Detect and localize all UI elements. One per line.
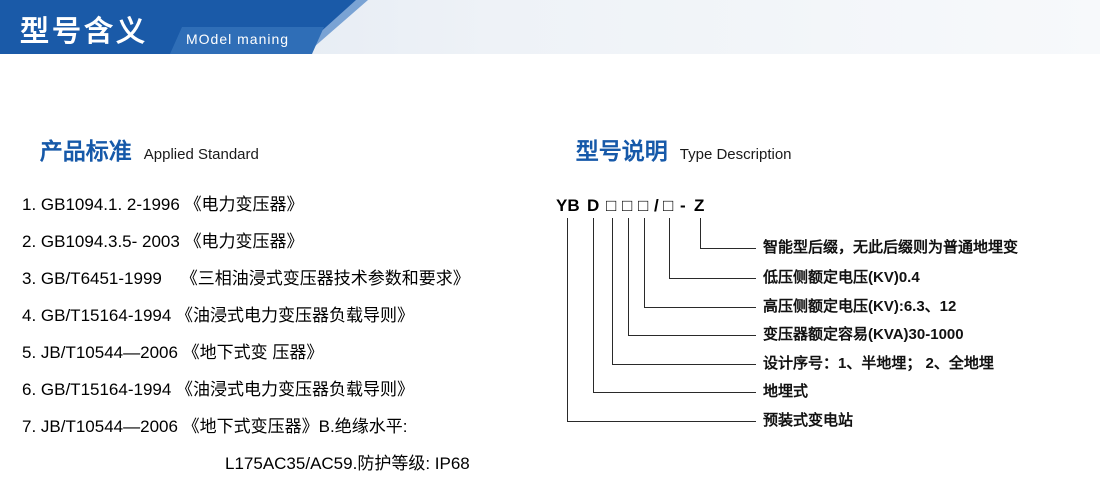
connector-vline-box1: [612, 218, 613, 364]
page-subtitle: MOdel maning: [186, 31, 290, 47]
standards-item: 4. GB/T15164-1994 《油浸式电力变压器负载导则》: [22, 306, 415, 325]
standards-item: 3. GB/T6451-1999 《三相油浸式变压器技术参数和要求》: [22, 269, 470, 288]
code-segment-box3: □: [638, 196, 649, 215]
type-description-heading-en: Type Description: [679, 146, 792, 163]
code-segment-yb: YB: [556, 196, 580, 215]
connector-hline-d: [593, 392, 756, 393]
standards-item: 1. GB1094.1. 2-1996 《电力变压器》: [22, 195, 304, 214]
standards-item: 2. GB1094.3.5- 2003 《电力变压器》: [22, 232, 304, 251]
model-code-diagram: YB D □ □ □ / □ - Z 智能型后缀，无此后缀则为普通地埋变 低压侧…: [556, 196, 1100, 456]
standards-item-continuation: L175AC35/AC59.防护等级: IP68: [225, 454, 470, 473]
code-segment-box2: □: [622, 196, 633, 215]
connector-hline-box3: [644, 307, 756, 308]
standards-heading: 产品标准 Applied Standard: [22, 114, 259, 184]
connector-vline-box4: [669, 218, 670, 278]
standards-item: 7. JB/T10544—2006 《地下式变压器》B.绝缘水平:: [22, 417, 408, 436]
connector-hline-yb: [567, 421, 756, 422]
connector-hline-box4: [669, 278, 756, 279]
connector-hline-z: [700, 248, 756, 249]
standards-item: 6. GB/T15164-1994 《油浸式电力变压器负载导则》: [22, 380, 415, 399]
connector-vline-yb: [567, 218, 568, 421]
connector-hline-box1: [612, 364, 756, 365]
standards-heading-zh: 产品标准: [39, 138, 132, 164]
code-segment-box4: □: [663, 196, 674, 215]
standards-heading-en: Applied Standard: [143, 146, 259, 163]
connector-vline-z: [700, 218, 701, 248]
diagram-label-rated-capacity: 变压器额定容易(KVA)30-1000: [763, 326, 964, 343]
type-description-heading: 型号说明 Type Description: [558, 114, 792, 184]
diagram-label-buried-type: 地埋式: [763, 383, 809, 400]
connector-hline-box2: [628, 335, 756, 336]
connector-vline-box2: [628, 218, 629, 335]
connector-vline-d: [593, 218, 594, 392]
diagram-label-hv-voltage: 高压侧额定电压(KV):6.3、12: [763, 298, 957, 315]
standards-list: 1. GB1094.1. 2-1996 《电力变压器》 2. GB1094.3.…: [22, 186, 552, 482]
code-segment-d: D: [587, 196, 600, 215]
code-segment-slash: /: [654, 196, 659, 215]
diagram-label-lv-voltage: 低压侧额定电压(KV)0.4: [763, 269, 920, 286]
connector-vline-box3: [644, 218, 645, 307]
page-title: 型号含义: [20, 16, 149, 48]
page-banner: 型号含义 MOdel maning: [0, 0, 1100, 54]
code-segment-dash: -: [680, 196, 686, 215]
diagram-label-smart-suffix: 智能型后缀，无此后缀则为普通地埋变: [763, 239, 1019, 256]
diagram-label-prefab-substation: 预装式变电站: [763, 412, 854, 429]
code-segment-z: Z: [694, 196, 705, 215]
diagram-label-design-serial: 设计序号：1、半地埋； 2、全地埋: [763, 355, 994, 372]
code-segment-box1: □: [606, 196, 617, 215]
type-description-heading-zh: 型号说明: [575, 138, 668, 164]
standards-item: 5. JB/T10544—2006 《地下式变 压器》: [22, 343, 324, 362]
